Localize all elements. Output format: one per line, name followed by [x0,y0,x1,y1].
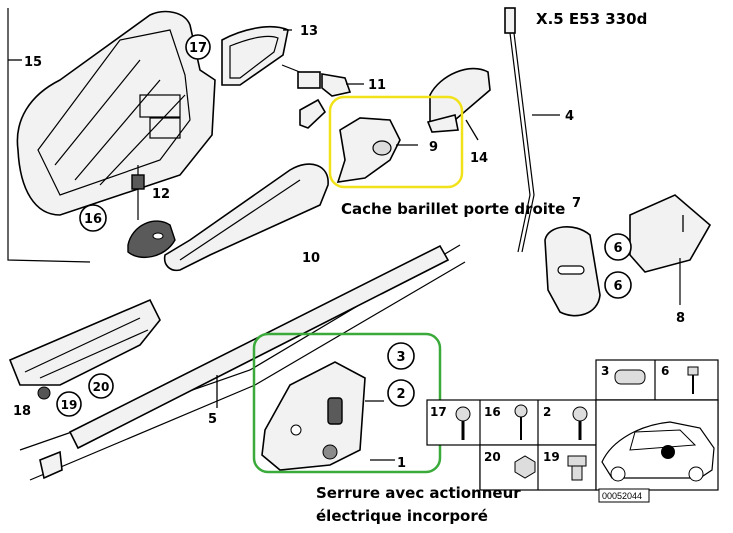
label-7: 7 [572,196,581,211]
handle-cover-13 [221,26,289,86]
note-cylinder-cover: Cache barillet porte droite [341,200,565,218]
model-title: X.5 E53 330d [536,10,647,28]
label-11: 11 [368,78,386,93]
label-15: 15 [24,55,42,70]
cylinder-cover-highlight [328,95,464,189]
label-14: 14 [470,151,488,166]
legend-label-3: 3 [601,364,609,378]
door-lock-1 [261,361,366,471]
callout-20: 20 [88,373,114,399]
location-dot [661,445,675,459]
parts-legend: 3 6 17 16 2 20 19 [426,359,719,491]
legend-label-2: 2 [543,405,551,419]
note-lock-line-1: Serrure avec actionneur [316,484,521,502]
legend-label-6: 6 [661,364,669,378]
svg-text:16: 16 [84,212,102,227]
seal-12 [127,165,176,259]
legend-label-16: 16 [484,405,501,419]
callout-6-lower: 6 [604,271,632,299]
drawing-code-box [598,488,650,503]
label-18: 18 [13,404,31,419]
callout-17: 17 [185,34,211,60]
outer-handle-10 [163,163,329,272]
door-frame-bracket [7,8,216,263]
callout-2: 2 [387,379,415,407]
label-4: 4 [565,109,574,124]
callout-19: 19 [56,391,82,417]
svg-text:20: 20 [93,380,110,394]
callout-6-upper: 6 [604,233,632,261]
lock-rod-11 [281,64,352,129]
legend-label-20: 20 [484,450,501,464]
striker-bracket-8 [629,194,712,273]
callout-16: 16 [79,204,107,232]
note-lock-line-2: électrique incorporé [316,507,488,525]
svg-text:2: 2 [396,387,405,402]
label-9: 9 [429,140,438,155]
legend-label-19: 19 [543,450,560,464]
legend-label-17: 17 [430,405,447,419]
door-rod-4 [504,7,535,253]
inner-handle-bracket-18 [8,298,161,386]
label-1: 1 [397,456,406,471]
lock-cylinder-cover-9 [336,117,401,183]
label-5: 5 [208,412,217,427]
callout-3: 3 [387,342,415,370]
label-13: 13 [300,24,318,39]
label-8: 8 [676,311,685,326]
svg-text:3: 3 [396,350,405,365]
svg-text:17: 17 [189,41,207,56]
drawing-code: 00052044 [602,491,642,501]
label-12: 12 [152,187,170,202]
label-10: 10 [302,251,320,266]
cap-14-lower [426,114,459,133]
svg-text:6: 6 [613,241,622,256]
svg-text:19: 19 [61,398,78,412]
cap-14-upper [429,67,491,123]
svg-text:6: 6 [613,279,622,294]
